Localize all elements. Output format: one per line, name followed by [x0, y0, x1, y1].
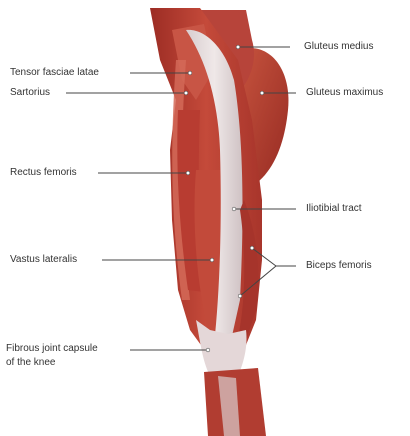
leader-line-biceps-a [251, 247, 277, 267]
label-biceps-femoris: Biceps femoris [306, 260, 372, 271]
iliotibial-tract [186, 29, 243, 346]
leader-lines [66, 46, 296, 351]
label-sartorius: Sartorius [10, 87, 51, 98]
biceps-femoris-muscle [238, 200, 259, 340]
label-tensor-fasciae-latae: Tensor fasciae latae [10, 67, 99, 78]
lower-leg-tendon [218, 376, 240, 436]
label-fibrous-capsule-line2: of the knee [6, 357, 56, 368]
leader-dots [183, 44, 265, 353]
label-fibrous-capsule-line1: Fibrous joint capsule [6, 343, 98, 354]
label-vastus-lateralis: Vastus lateralis [10, 254, 78, 265]
label-gluteus-medius: Gluteus medius [304, 41, 374, 52]
leader-line-biceps-b [239, 265, 277, 297]
label-iliotibial-tract: Iliotibial tract [306, 203, 362, 214]
label-gluteus-maximus: Gluteus maximus [306, 87, 384, 98]
knee-joint-capsule [196, 320, 247, 380]
label-rectus-femoris: Rectus femoris [10, 167, 77, 178]
